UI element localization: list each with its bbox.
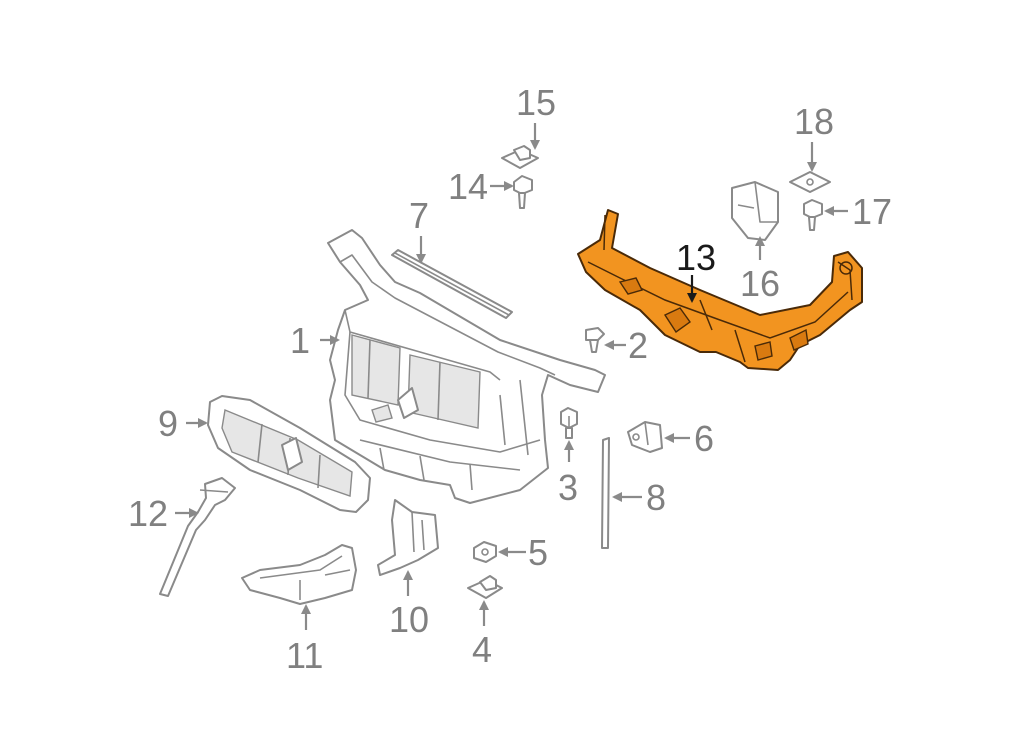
callout-4: 4	[472, 629, 492, 670]
callout-3: 3	[558, 467, 578, 508]
callout-13: 13	[676, 237, 716, 278]
part-11-air-guide	[241, 544, 357, 605]
part-14-screw	[513, 175, 533, 209]
part-3-bolt	[560, 407, 578, 439]
callout-9: 9	[158, 403, 178, 444]
part-18-clip-nut	[789, 171, 831, 193]
part-10-bracket	[377, 499, 439, 576]
part-1-front-panel	[327, 229, 606, 504]
callout-6: 6	[694, 418, 714, 459]
callout-7: 7	[409, 195, 429, 236]
callout-1: 1	[290, 320, 310, 361]
callout-11: 11	[286, 635, 323, 676]
part-17-bolt	[803, 199, 823, 231]
callout-5: 5	[528, 532, 548, 573]
part-9-air-duct	[207, 395, 371, 513]
callout-14: 14	[448, 166, 488, 207]
callout-2: 2	[628, 325, 648, 366]
callout-8: 8	[646, 477, 666, 518]
callout-12: 12	[128, 493, 168, 534]
part-12-stay-rod	[159, 477, 236, 597]
part-2-clip	[585, 327, 605, 353]
part-8-side-seal	[601, 437, 610, 549]
part-4-clip-nut	[467, 575, 503, 599]
callout-18: 18	[794, 101, 834, 142]
part-7-seal-strip	[391, 249, 513, 319]
part-15-clip-nut	[501, 145, 539, 169]
leader-lines	[175, 123, 848, 630]
callout-15: 15	[516, 82, 556, 123]
callout-10: 10	[389, 599, 429, 640]
callout-labels: 1 2 3 4 5 6 7 8 9 10 11 12 13 14 15 16 1…	[128, 82, 892, 676]
part-6-bracket	[627, 421, 663, 453]
part-5-nut	[473, 541, 497, 563]
callout-17: 17	[852, 191, 892, 232]
part-16-mount	[731, 181, 779, 241]
part-13-upper-carrier	[577, 209, 863, 371]
callout-16: 16	[740, 263, 780, 304]
